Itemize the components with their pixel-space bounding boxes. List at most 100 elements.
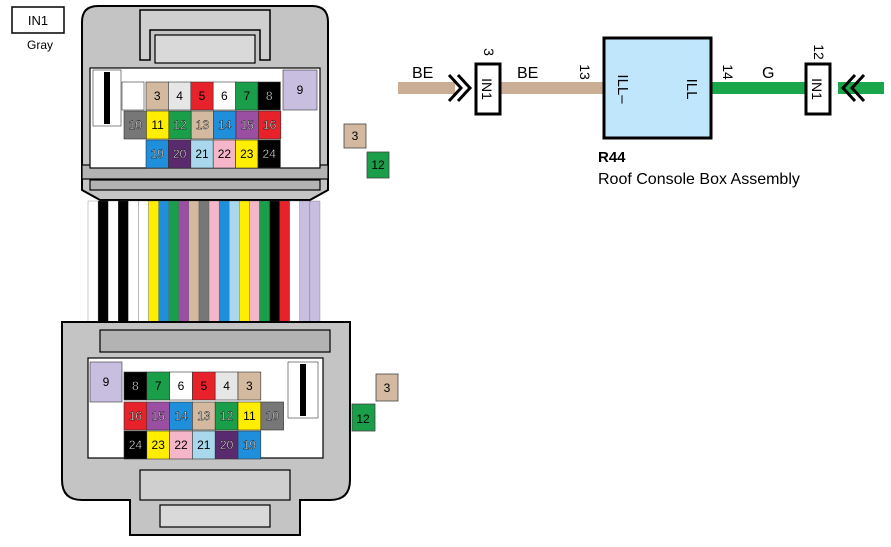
pin-cell-10: 10	[260, 401, 284, 431]
wire-strand	[299, 200, 311, 323]
pin-cell-21: 21	[190, 139, 214, 169]
pin-number: 1	[300, 383, 307, 397]
pin-cell-10: 10	[123, 110, 147, 140]
wire-mid-label: BE	[517, 65, 538, 82]
pin-number: 20	[220, 438, 234, 452]
inline-right-pin: 12	[811, 44, 827, 60]
wire-strand	[108, 200, 119, 323]
pin-cell-24: 24	[257, 139, 281, 169]
wire-strand	[188, 200, 200, 323]
callout-bottom-pin-b: 12	[356, 412, 370, 426]
wire-strand	[259, 200, 270, 323]
pin-cell-blank	[121, 81, 145, 111]
wire-strand	[128, 200, 139, 323]
pin-number: 5	[200, 379, 207, 393]
pin-cell-23: 23	[146, 430, 170, 460]
pin-number: 9	[297, 83, 304, 97]
pin-number: 16	[129, 409, 143, 423]
wire-bundle	[87, 200, 321, 323]
connector-code: IN1	[28, 13, 48, 28]
pin-number: 22	[218, 147, 232, 161]
pin-cell-20: 20	[214, 430, 239, 460]
wire-strand	[289, 200, 300, 323]
pin-number: 1	[104, 91, 111, 105]
pin-cell-7: 7	[235, 81, 259, 111]
callout-top-pin-b: 12	[371, 158, 385, 172]
pin-cell-6: 6	[169, 371, 193, 401]
pin-cell-1: 1	[92, 69, 122, 127]
pin-cell-16: 16	[258, 110, 282, 140]
pin-number: 6	[178, 379, 185, 393]
pin-number: 11	[243, 409, 256, 423]
pin-cell-12: 12	[168, 110, 192, 140]
wire-strand	[208, 200, 220, 323]
pin-number: 19	[151, 147, 165, 161]
inline-connector-right: IN1 12	[804, 44, 866, 116]
pin-number: 3	[246, 379, 253, 393]
pin-number: 23	[152, 438, 166, 452]
schematic: BE BE G IN1 3 13 14 ILL– ILL R44 Roof Co…	[398, 36, 884, 188]
pin-number: 3	[154, 89, 161, 103]
callout-bottom-pin-a: 3	[384, 381, 391, 395]
wire-strand	[178, 200, 190, 323]
pin-cell-14: 14	[169, 401, 193, 431]
wire-strand	[269, 200, 280, 323]
pin-number: 9	[103, 375, 110, 389]
wire-strand	[229, 200, 240, 323]
pin-cell-11: 11	[146, 110, 170, 140]
pin-cell-15: 15	[146, 401, 170, 431]
pin-cell-12: 12	[214, 401, 239, 431]
pin-number: 21	[195, 147, 209, 161]
wire-left-label: BE	[412, 65, 433, 82]
pin-cell-19: 19	[145, 139, 169, 169]
pin-number: 12	[220, 409, 234, 423]
wire-right-label: G	[762, 65, 774, 82]
pin-cell-22: 22	[169, 430, 193, 460]
wire-strand	[87, 200, 99, 323]
pin-cell-5: 5	[190, 81, 214, 111]
wire-strand	[138, 200, 149, 323]
pin-cell-8: 8	[123, 371, 148, 401]
pin-cell-3: 3	[237, 371, 262, 401]
pin-cell-1: 1	[287, 361, 319, 419]
wire-strand	[239, 200, 250, 323]
pin-cell-5: 5	[192, 371, 216, 401]
pin-cell-9: 9	[89, 361, 123, 403]
pin-number: 6	[221, 89, 228, 103]
pin-cell-16: 16	[123, 401, 148, 431]
pin-number: 13	[197, 409, 211, 423]
connector-color-name: Gray	[27, 38, 53, 52]
pin-number: 24	[263, 147, 277, 161]
inline-left-code: IN1	[479, 78, 495, 100]
pin-cell-19: 19	[237, 430, 262, 460]
pin-number: 20	[173, 147, 187, 161]
pin-cell-14: 14	[213, 110, 237, 140]
pin-number: 10	[129, 118, 143, 132]
pin-number: 23	[240, 147, 254, 161]
pin-cell-4: 4	[214, 371, 239, 401]
wire-strand	[158, 200, 169, 323]
component-code: R44	[598, 149, 626, 166]
pin-cell-13: 13	[190, 110, 214, 140]
wire-strand	[198, 200, 210, 323]
connector-legend: IN1 Gray	[11, 6, 65, 52]
pin-number: 16	[263, 118, 277, 132]
inline-left-pin: 3	[481, 48, 497, 56]
wire-strand	[309, 200, 321, 323]
pin-number: 12	[173, 118, 187, 132]
pin-cell-24: 24	[123, 430, 148, 460]
pin-number: 21	[197, 438, 211, 452]
pin-cell-20: 20	[168, 139, 192, 169]
component-r44: 13 14 ILL– ILL R44 Roof Console Box Asse…	[577, 36, 800, 188]
pin-cell-8: 8	[257, 81, 281, 111]
pin-cell-23: 23	[235, 139, 259, 169]
pin-number: 13	[196, 118, 210, 132]
component-pin-out: 14	[720, 64, 736, 80]
pin-number: 8	[266, 89, 273, 103]
latch-top	[139, 9, 271, 61]
